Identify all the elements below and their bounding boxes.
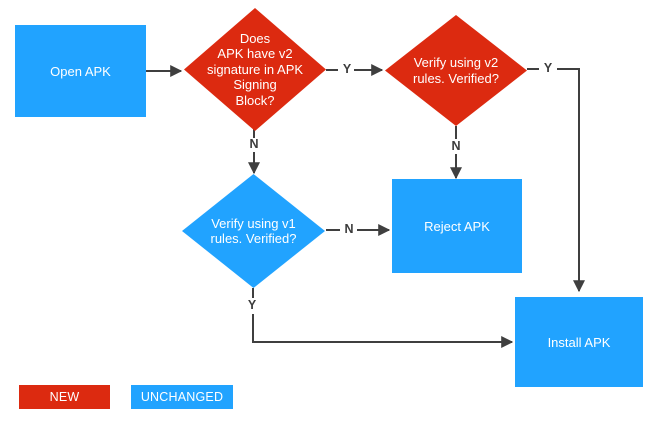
legend-item-unchanged-label: UNCHANGED [140,390,224,404]
edge-label-verifyv1-no: N [344,222,354,236]
legend-item-unchanged[interactable]: UNCHANGED [131,385,233,409]
edge-label-verifyv2-yes: Y [543,61,553,75]
diamond-shape-has-v2-signature [184,8,326,131]
node-install-apk-label: Install APK [547,334,611,350]
legend-item-new-label: NEW [49,390,80,404]
node-verify-v2[interactable]: Verify using v2 rules. Verified? [385,15,527,126]
node-open-apk[interactable]: Open APK [15,25,146,117]
node-open-apk-label: Open APK [50,63,111,79]
edge-label-verifyv2-no: N [451,139,461,153]
edge-verifyv1-yes [252,288,514,348]
edge-label-verifyv1-yes: Y [247,298,257,312]
edge-label-hasv2-yes: Y [342,62,352,76]
legend-item-new[interactable]: NEW [19,385,110,409]
node-has-v2-signature[interactable]: Does APK have v2 signature in APK Signin… [184,8,326,131]
node-reject-apk[interactable]: Reject APK [392,179,522,273]
node-verify-v1[interactable]: Verify using v1 rules. Verified? [182,174,325,288]
edge-label-hasv2-no: N [249,137,259,151]
diamond-shape-verify-v1 [182,174,325,288]
node-reject-apk-label: Reject APK [424,218,490,234]
diamond-shape-verify-v2 [385,15,527,126]
node-install-apk[interactable]: Install APK [515,297,643,387]
edge-verifyv2-yes [527,68,585,293]
